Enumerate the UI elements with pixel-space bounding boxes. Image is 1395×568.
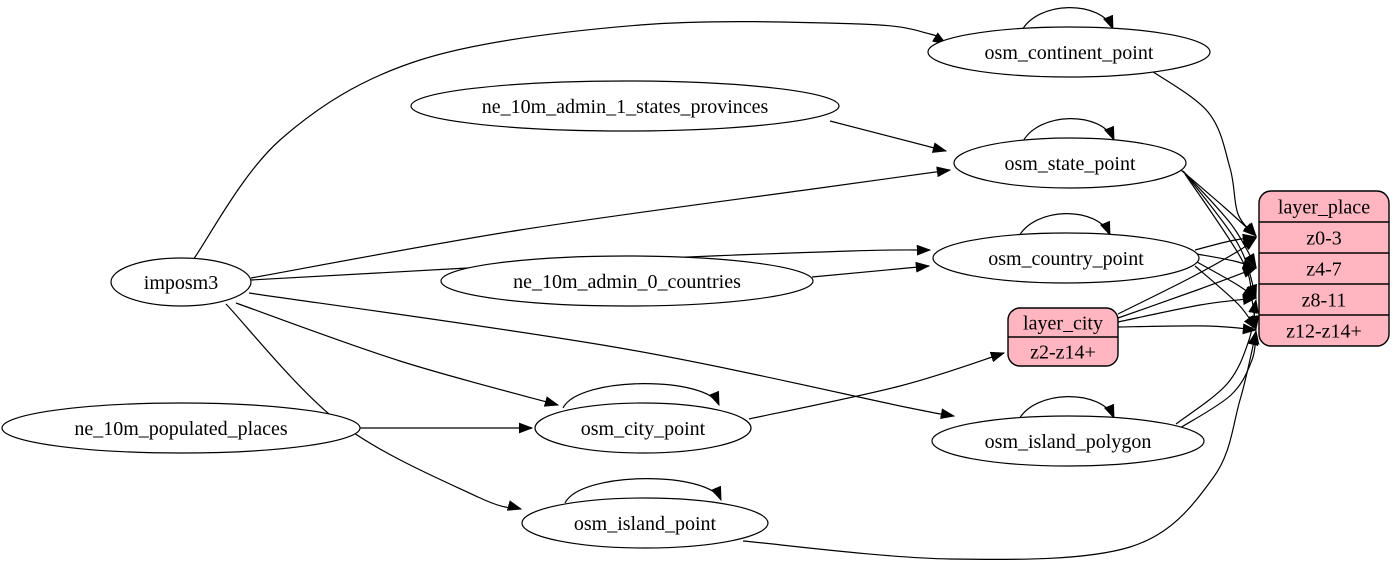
node-osm_city_point: osm_city_point [534,402,752,454]
node-label-ne_10m_populated_places: ne_10m_populated_places [74,418,287,440]
edge-osm_continent_point-to-layer_place-z0-3 [1146,67,1257,237]
edge-layer_city-to-layer_place-z0-3 [1117,237,1257,315]
node-osm_state_point: osm_state_point [953,137,1187,189]
self-loop-osm_island_point [564,478,722,504]
record-shape-layer_place [1258,190,1390,347]
edge-osm_country_point-to-layer_place-z0-3 [1194,233,1258,251]
record-row-layer_place-z8-11: z8-11 [1302,289,1347,311]
self-loop-osm_city_point [562,383,720,409]
node-label-imposm3: imposm3 [144,272,218,294]
self-loop-osm_continent_point [1020,7,1114,33]
node-label-osm_city_point: osm_city_point [581,418,706,440]
node-label-osm_island_point: osm_island_point [574,513,717,535]
record-layer_place: layer_place z0-3 z4-7 z8-11 z12-z14+ [1258,190,1390,347]
node-shape-osm_continent_point [927,26,1211,78]
node-osm_island_point: osm_island_point [521,497,769,549]
node-shape-osm_state_point [953,137,1187,189]
edge-imposm3-to-osm_state_point [250,166,952,279]
node-label-osm_island_polygon: osm_island_polygon [985,431,1152,453]
node-shape-osm_island_point [521,497,769,549]
node-label-ne_10m_admin_0_countries: ne_10m_admin_0_countries [513,271,741,293]
self-loop-osm_island_polygon [1017,396,1115,422]
edge-layer_city-to-layer_place-z12-z14+ [1117,323,1258,335]
record-row-layer_place-z4-7: z4-7 [1306,258,1342,280]
node-shape-osm_country_point [932,232,1200,284]
edge-osm_state_point-to-layer_place-z0-3 [1180,169,1257,237]
self-loop-osm_country_point [1017,213,1111,239]
node-osm_island_polygon: osm_island_polygon [931,415,1205,467]
edge-osm_country_point-to-layer_place-z12-z14+ [1194,265,1257,330]
node-label-osm_state_point: osm_state_point [1004,153,1136,175]
edge-osm_state_point-to-layer_place-z4-7 [1182,170,1257,269]
node-osm_country_point: osm_country_point [932,232,1200,284]
self-loop-osm_state_point [1021,118,1115,144]
record-layer_city: layer_city z2-z14+ [1007,307,1119,367]
nodes-group: imposm3 ne_10m_admin_1_states_provincesne… [1,26,1390,549]
edge-imposm3-to-osm_city_point [235,302,560,407]
edge-imposm3-to-osm_continent_point [192,21,948,261]
edge-osm_island_polygon-to-layer_place-z8-11 [1175,298,1259,425]
edge-osm_state_point-to-layer_place-z8-11 [1183,171,1257,300]
record-row-layer_place-z12-z14+: z12-z14+ [1286,320,1362,342]
record-title-layer_place: layer_place [1278,196,1370,218]
node-label-ne_10m_admin_1_states_provinces: ne_10m_admin_1_states_provinces [482,96,769,118]
node-ne_10m_admin_0_countries: ne_10m_admin_0_countries [440,255,814,307]
edge-ne_10m_admin_1_states_provinces-to-osm_state_point [829,120,948,153]
edge-layer_city-to-layer_place-z8-11 [1117,294,1258,323]
node-label-osm_continent_point: osm_continent_point [985,42,1154,64]
node-shape-ne_10m_populated_places [1,402,361,454]
node-ne_10m_populated_places: ne_10m_populated_places [1,402,361,454]
edge-imposm3-to-osm_island_polygon [248,292,956,420]
node-ne_10m_admin_1_states_provinces: ne_10m_admin_1_states_provinces [410,80,840,132]
node-shape-osm_island_polygon [931,415,1205,467]
node-imposm3: imposm3 [110,257,252,307]
edge-layer_city-to-layer_place-z4-7 [1117,267,1258,319]
node-label-osm_country_point: osm_country_point [988,248,1144,270]
node-osm_continent_point: osm_continent_point [927,26,1211,78]
record-row-layer_city-z2-z14+: z2-z14+ [1030,341,1096,363]
record-title-layer_city: layer_city [1023,312,1103,334]
edge-osm_island_point-to-layer_place-z12-z14+ [742,330,1259,561]
node-shape-imposm3 [110,257,252,307]
node-shape-osm_city_point [534,402,752,454]
edge-ne_10m_admin_0_countries-to-osm_country_point [811,261,931,278]
record-row-layer_place-z0-3: z0-3 [1306,227,1342,249]
edge-imposm3-to-osm_island_point [225,303,523,511]
node-shape-ne_10m_admin_0_countries [440,255,814,307]
edge-osm_city_point-to-layer_city-z2-z14+ [748,351,1006,420]
edges-group [192,7,1260,561]
node-shape-ne_10m_admin_1_states_provinces [410,80,840,132]
edge-osm_country_point-to-layer_place-z4-7 [1196,253,1258,270]
